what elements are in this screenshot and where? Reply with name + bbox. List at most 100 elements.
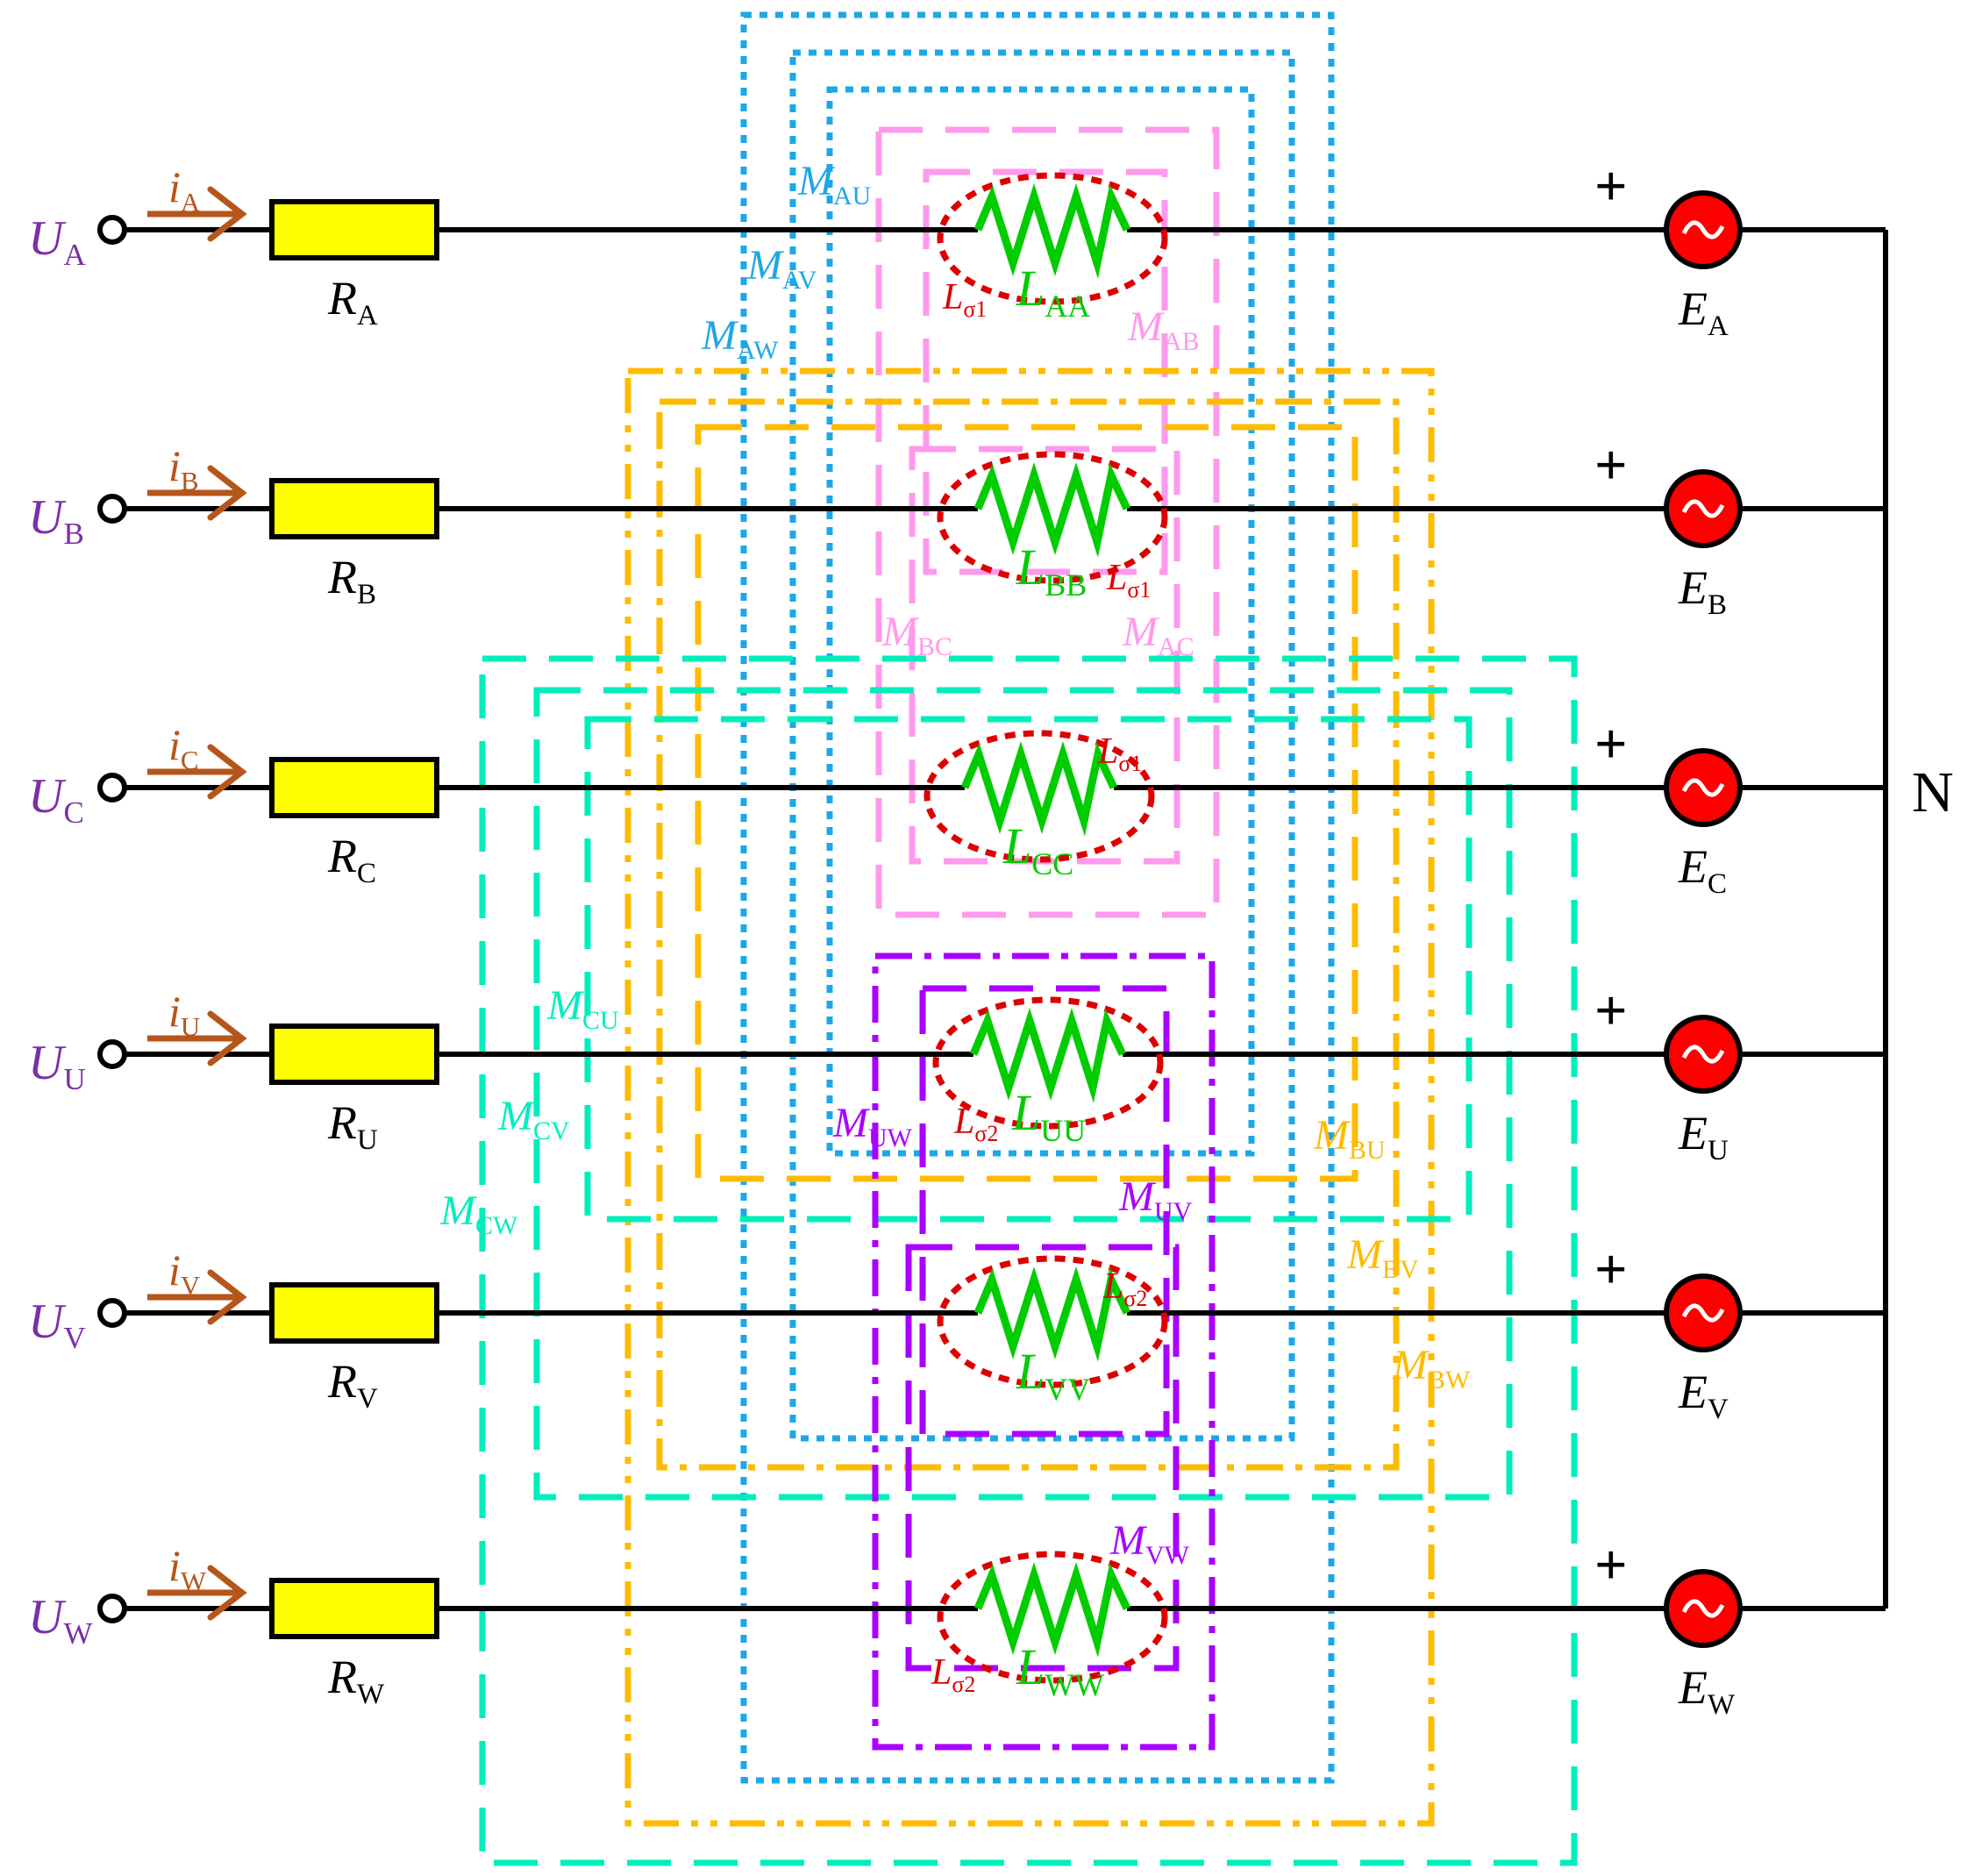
mutual-inductance-boxes bbox=[479, 11, 1578, 1866]
wires bbox=[125, 227, 1888, 1611]
terminal-u bbox=[97, 1039, 127, 1069]
source-label-u: EU bbox=[1678, 1107, 1729, 1166]
voltage-label-v-main: U bbox=[28, 1295, 67, 1349]
mutual-label-uv-sub: UV bbox=[1154, 1197, 1193, 1226]
resistor-label-v: RV bbox=[327, 1355, 378, 1415]
mutual-label-aw-sub: AW bbox=[737, 336, 779, 365]
voltage-label-c-sub: C bbox=[63, 795, 83, 830]
mutual-label-uv: MUV bbox=[1118, 1173, 1193, 1226]
leakage-label-lu-main: L bbox=[953, 1102, 974, 1142]
mutual-label-bv-main: M bbox=[1346, 1231, 1385, 1278]
box-mbv bbox=[656, 398, 1400, 1471]
leakage-label-lw-main: L bbox=[931, 1652, 952, 1693]
leakage-label-lb-sub: σ1 bbox=[1127, 577, 1151, 603]
voltage-label-w-main: U bbox=[28, 1590, 67, 1644]
current-label-u: iU bbox=[168, 987, 200, 1042]
current-label-a-main: i bbox=[168, 162, 181, 211]
mutual-label-uw-sub: UW bbox=[868, 1123, 913, 1152]
inductor-label-c: LCC bbox=[1002, 817, 1073, 881]
mutual-label-uw: MUW bbox=[832, 1100, 913, 1152]
current-label-v-sub: V bbox=[181, 1270, 201, 1301]
inductor-label-a: LAA bbox=[1016, 260, 1090, 324]
voltage-label-w: UW bbox=[28, 1590, 93, 1651]
mutual-label-av-main: M bbox=[746, 242, 785, 289]
box-mac bbox=[875, 126, 1220, 918]
leakage-label-lw-sub: σ2 bbox=[952, 1672, 975, 1697]
voltage-label-a: UA bbox=[28, 211, 86, 272]
resistor-a bbox=[269, 199, 439, 260]
box-mau bbox=[826, 86, 1255, 1157]
current-label-u-main: i bbox=[168, 987, 181, 1036]
voltage-label-u-main: U bbox=[28, 1036, 67, 1090]
current-arrow-head-v bbox=[207, 1269, 247, 1325]
leakage-label-lc-main: L bbox=[1097, 731, 1118, 772]
mutual-label-bv: MBV bbox=[1346, 1231, 1419, 1284]
resistor-label-c: RC bbox=[327, 830, 376, 889]
box-mcw bbox=[479, 655, 1578, 1866]
mutual-label-cv-main: M bbox=[497, 1093, 536, 1139]
leakage-label-lc: Lσ1 bbox=[1097, 731, 1142, 776]
inductor-label-v-main: L bbox=[1016, 1343, 1045, 1400]
mutual-label-aw-main: M bbox=[701, 312, 739, 359]
mutual-label-au: MAU bbox=[797, 158, 872, 210]
resistor-label-a-main: R bbox=[327, 272, 357, 325]
mutual-label-ac-sub: AC bbox=[1158, 632, 1194, 661]
source-label-b: EB bbox=[1678, 561, 1727, 621]
inductor-label-v: LVV bbox=[1016, 1343, 1090, 1407]
resistor-label-b-main: R bbox=[327, 551, 357, 603]
inductor-label-u-main: L bbox=[1011, 1084, 1040, 1141]
current-label-v-main: i bbox=[168, 1245, 181, 1295]
resistor-label-v-sub: V bbox=[357, 1383, 378, 1415]
inductor-c bbox=[960, 741, 1118, 837]
mutual-label-cu-main: M bbox=[546, 982, 585, 1029]
current-label-c-main: i bbox=[168, 720, 181, 769]
mutual-label-au-sub: AU bbox=[833, 182, 872, 210]
source-label-w-main: E bbox=[1678, 1661, 1708, 1714]
source-label-c-main: E bbox=[1678, 840, 1708, 893]
inductor-label-a-main: L bbox=[1016, 260, 1045, 317]
leakage-label-la-main: L bbox=[942, 277, 963, 317]
mutual-label-vw-main: M bbox=[1109, 1517, 1148, 1564]
voltage-label-u: UU bbox=[28, 1036, 86, 1096]
current-arrow-head-b bbox=[207, 465, 247, 521]
resistor-label-b: RB bbox=[327, 551, 376, 610]
voltage-label-a-main: U bbox=[28, 211, 67, 266]
mutual-label-vw-sub: VW bbox=[1145, 1541, 1190, 1570]
current-label-b-sub: B bbox=[181, 466, 199, 496]
mutual-label-bv-sub: BV bbox=[1382, 1255, 1419, 1284]
current-label-c: iC bbox=[168, 720, 199, 775]
source-label-c: EC bbox=[1678, 840, 1727, 900]
current-arrow-head-c bbox=[207, 744, 247, 800]
mutual-label-cw-sub: CW bbox=[475, 1211, 518, 1240]
resistor-u bbox=[269, 1024, 439, 1085]
inductor-u bbox=[969, 1008, 1127, 1103]
source-tilde-a bbox=[1681, 220, 1725, 239]
resistor-label-b-sub: B bbox=[357, 579, 376, 610]
voltage-label-v: UV bbox=[28, 1295, 86, 1355]
inductor-label-w-main: L bbox=[1016, 1638, 1045, 1695]
resistor-label-u: RU bbox=[327, 1096, 378, 1156]
inductor-label-b-sub: BB bbox=[1045, 567, 1087, 603]
mutual-label-bc-sub: BC bbox=[917, 632, 952, 661]
inductor-label-c-main: L bbox=[1002, 817, 1031, 874]
inductor-b bbox=[973, 462, 1131, 558]
leakage-label-la: Lσ1 bbox=[942, 277, 987, 322]
mutual-label-bw-sub: BW bbox=[1428, 1366, 1471, 1395]
mutual-label-vw: MVW bbox=[1109, 1517, 1190, 1570]
plus-a: + bbox=[1594, 154, 1628, 218]
box-maw bbox=[740, 11, 1335, 1784]
mutual-label-ab-main: M bbox=[1127, 303, 1166, 350]
source-label-b-main: E bbox=[1678, 561, 1708, 614]
leakage-loop-v bbox=[937, 1255, 1168, 1388]
leakage-label-lv-sub: σ2 bbox=[1123, 1286, 1147, 1311]
mutual-label-ab: MAB bbox=[1127, 303, 1200, 356]
leakage-label-lu-sub: σ2 bbox=[974, 1121, 998, 1146]
voltage-label-w-sub: W bbox=[63, 1616, 92, 1651]
inductor-v bbox=[973, 1266, 1131, 1362]
resistor-label-u-main: R bbox=[327, 1096, 357, 1149]
source-label-c-sub: C bbox=[1708, 868, 1727, 900]
inductor-label-a-sub: AA bbox=[1045, 289, 1090, 324]
mutual-label-bc-main: M bbox=[881, 609, 920, 655]
source-label-b-sub: B bbox=[1708, 589, 1727, 621]
